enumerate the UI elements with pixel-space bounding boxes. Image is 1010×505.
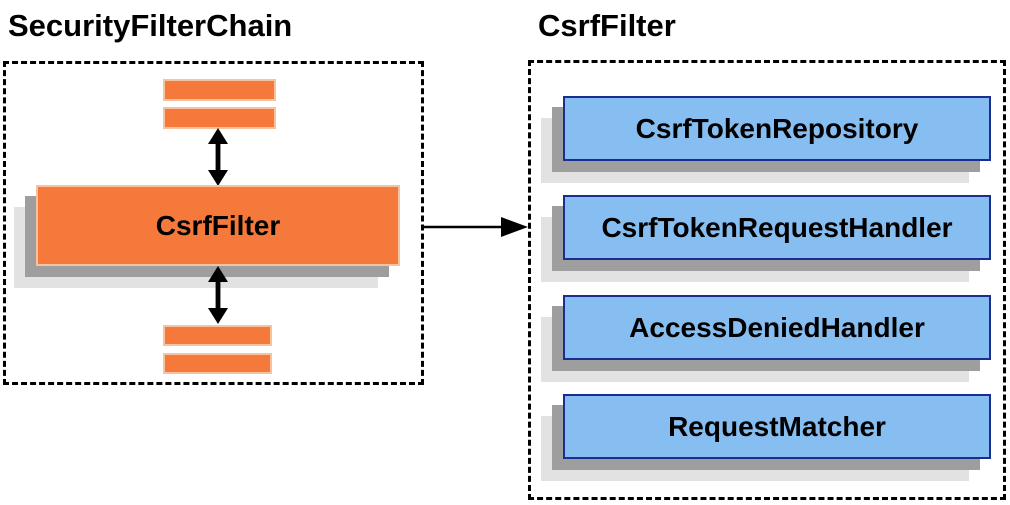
bidirectional-arrow-top-icon (206, 128, 230, 186)
connector-arrow-icon (424, 215, 528, 239)
csrf-filter-box: CsrfFilter (36, 185, 400, 266)
filter-stack-bar-top-2 (163, 107, 276, 129)
component-box-access-denied-handler: AccessDeniedHandler (563, 295, 991, 360)
component-box-csrf-token-repository: CsrfTokenRepository (563, 96, 991, 161)
component-box-request-matcher: RequestMatcher (563, 394, 991, 459)
csrf-filter-box-label: CsrfFilter (155, 209, 281, 241)
security-filter-chain-container: CsrfFilter (3, 61, 424, 385)
security-filter-chain-title: SecurityFilterChain (8, 8, 293, 43)
component-label: CsrfTokenRepository (635, 112, 919, 144)
component-label: AccessDeniedHandler (629, 311, 925, 343)
component-box-csrf-token-request-handler: CsrfTokenRequestHandler (563, 195, 991, 260)
filter-stack-bar-top-1 (163, 79, 276, 101)
csrf-filter-container: CsrfTokenRepository CsrfTokenRequestHand… (528, 60, 1006, 500)
filter-stack-bar-bottom-2 (163, 353, 272, 374)
filter-stack-bar-bottom-1 (163, 325, 272, 346)
component-label: CsrfTokenRequestHandler (601, 211, 953, 243)
bidirectional-arrow-bottom-icon (206, 266, 230, 324)
component-label: RequestMatcher (668, 410, 886, 442)
csrf-filter-title: CsrfFilter (538, 8, 676, 43)
